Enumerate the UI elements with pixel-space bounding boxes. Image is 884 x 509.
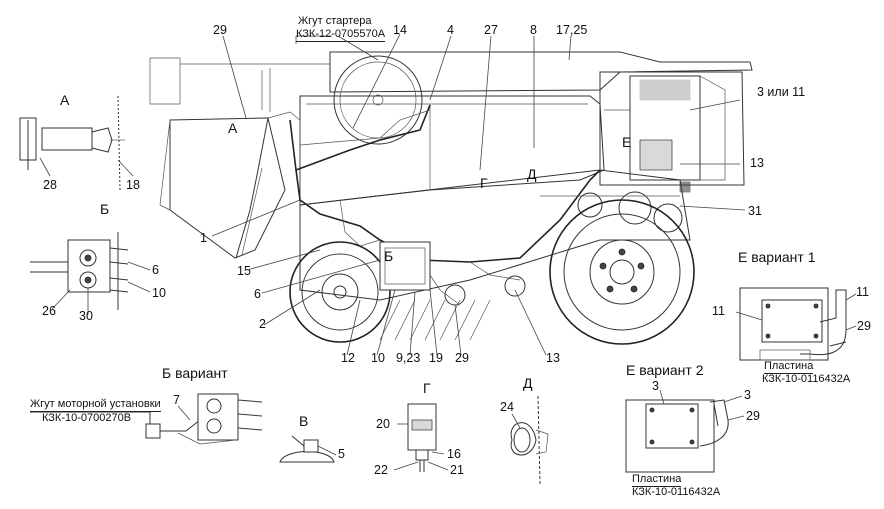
view-label-b-variant: Б вариант bbox=[162, 365, 228, 381]
callout-15: 15 bbox=[237, 264, 251, 278]
view-e-variant-2-detail bbox=[625, 389, 745, 473]
callout-2: 2 bbox=[259, 317, 266, 331]
callout-6-machine: 6 bbox=[254, 287, 261, 301]
plate-1-title: Пластина bbox=[764, 360, 814, 374]
callout-10-b: 10 bbox=[152, 286, 166, 300]
view-label-g: Г bbox=[423, 380, 431, 396]
view-label-a: А bbox=[60, 92, 70, 108]
view-label-b: Б bbox=[100, 201, 110, 217]
callout-9-23: 9,23 bbox=[396, 351, 421, 365]
callout-6-b: 6 bbox=[152, 263, 159, 277]
feeder-house bbox=[169, 117, 286, 259]
callout-18: 18 bbox=[126, 178, 140, 192]
callout-7: 7 bbox=[173, 393, 180, 407]
callout-27: 27 bbox=[484, 23, 498, 37]
callout-3-left-e2: 3 bbox=[652, 379, 659, 393]
harness-starter-code: КЗК-12-0705570А bbox=[296, 28, 386, 42]
machine-mark-g: Г bbox=[480, 175, 488, 191]
callout-5: 5 bbox=[338, 447, 345, 461]
callout-29-e1: 29 bbox=[857, 319, 871, 333]
view-label-e-variant-1: Е вариант 1 bbox=[738, 249, 816, 265]
callout-31: 31 bbox=[748, 204, 762, 218]
view-v-detail bbox=[279, 435, 337, 463]
front-wheel bbox=[549, 199, 695, 345]
callout-29-e2: 29 bbox=[746, 409, 760, 423]
callout-3-right-e2: 3 bbox=[744, 388, 751, 402]
callout-3-or-11: 3 или 11 bbox=[757, 85, 806, 99]
callout-17-25: 17,25 bbox=[556, 23, 588, 37]
view-label-d: Д bbox=[523, 375, 533, 391]
callout-11-right-e1: 11 bbox=[856, 285, 869, 299]
lower-body bbox=[299, 169, 691, 301]
harness-engine-title: Жгут моторной установки bbox=[30, 398, 161, 412]
callout-24: 24 bbox=[500, 400, 514, 414]
callout-29-top: 29 bbox=[213, 23, 227, 37]
harness-main bbox=[289, 119, 601, 263]
machine-mark-d: Д bbox=[527, 166, 537, 182]
view-a-detail bbox=[19, 95, 134, 191]
callout-29-bottom: 29 bbox=[455, 351, 469, 365]
grain-tank-outline bbox=[299, 95, 605, 206]
view-g-detail bbox=[393, 403, 449, 472]
plate-2-title: Пластина bbox=[632, 473, 682, 487]
harness-starter-title: Жгут стартера bbox=[298, 15, 372, 27]
callout-20: 20 bbox=[376, 417, 390, 431]
callout-11-left-e1: 11 bbox=[712, 304, 725, 318]
machine-mark-a: А bbox=[228, 120, 238, 136]
callout-21: 21 bbox=[450, 463, 464, 477]
plate-1-code: КЗК-10-0116432А bbox=[762, 373, 851, 385]
callout-12: 12 bbox=[341, 351, 355, 365]
callout-1: 1 bbox=[200, 231, 207, 245]
callout-28: 28 bbox=[43, 178, 57, 192]
rear-wheel bbox=[289, 241, 391, 343]
radiator-screen bbox=[333, 55, 423, 145]
callout-14: 14 bbox=[393, 23, 407, 37]
view-label-v: В bbox=[299, 413, 309, 429]
callout-4: 4 bbox=[447, 23, 454, 37]
callout-16: 16 bbox=[447, 447, 461, 461]
callout-19: 19 bbox=[429, 351, 443, 365]
view-b-variant-detail bbox=[30, 393, 263, 445]
callout-8: 8 bbox=[530, 23, 537, 37]
machine-mark-b: Б bbox=[384, 248, 394, 264]
view-d-detail bbox=[510, 395, 549, 485]
view-label-e-variant-2: Е вариант 2 bbox=[626, 362, 704, 378]
callout-10-machine: 10 bbox=[371, 351, 385, 365]
engine-block bbox=[379, 241, 431, 291]
callout-13-bottom: 13 bbox=[546, 351, 560, 365]
plate-2-code: КЗК-10-0116432А bbox=[632, 486, 721, 498]
view-e-variant-1-detail bbox=[735, 287, 857, 361]
callout-26: 26 bbox=[42, 304, 56, 318]
callout-30: 30 bbox=[79, 309, 93, 323]
tank-extension bbox=[329, 51, 753, 93]
machine-mark-e: Е bbox=[622, 134, 632, 150]
callout-22: 22 bbox=[374, 463, 388, 477]
cab-outline bbox=[599, 71, 745, 186]
callout-13-right: 13 bbox=[750, 156, 764, 170]
harness-engine-code: КЗК-10-0700270В bbox=[42, 412, 132, 424]
view-b-detail bbox=[30, 232, 151, 315]
